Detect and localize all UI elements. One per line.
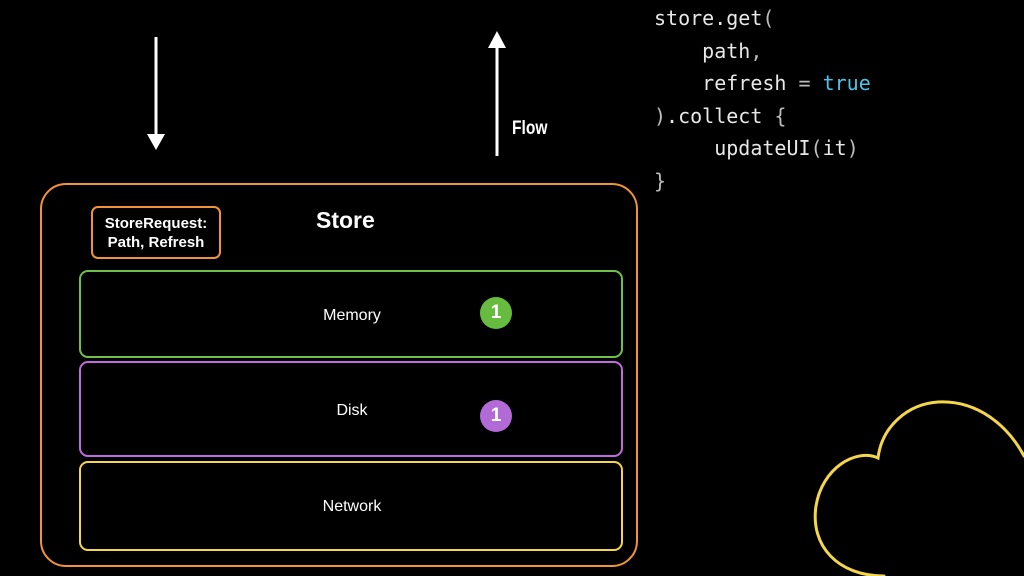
disk-count-badge: 1 — [480, 400, 512, 432]
code-token: store.get — [654, 6, 763, 30]
code-token: { — [774, 103, 787, 128]
flow-label: Flow — [512, 118, 548, 139]
code-snippet: store.get( path, refresh = true).collect… — [654, 2, 871, 197]
code-token: path — [654, 38, 751, 63]
code-token: = — [798, 71, 823, 95]
store-request-title: StoreRequest: — [104, 214, 208, 232]
code-token: ( — [762, 6, 775, 30]
code-line: ).collect { — [654, 100, 871, 133]
code-token: true — [822, 71, 871, 95]
code-token: updateUI — [654, 136, 811, 160]
code-token: ) — [846, 136, 859, 160]
disk-layer: Disk — [79, 361, 623, 457]
code-token: .collect — [666, 103, 775, 128]
network-layer-label: Network — [322, 498, 382, 515]
memory-layer-label: Memory — [323, 307, 381, 324]
store-title: Store — [316, 207, 375, 233]
code-token: , — [750, 38, 763, 63]
store-container — [40, 183, 638, 567]
store-request-box: StoreRequest: Path, Refresh — [91, 206, 221, 259]
code-line: } — [654, 165, 871, 198]
code-token: } — [654, 168, 667, 193]
code-token: it — [822, 136, 847, 160]
memory-layer: Memory — [79, 270, 623, 358]
code-line: updateUI(it) — [654, 132, 871, 165]
disk-layer-label: Disk — [336, 402, 368, 419]
cloud-icon — [813, 400, 1024, 576]
code-token: ( — [810, 136, 823, 160]
code-line: refresh = true — [654, 67, 871, 100]
code-token: refresh — [654, 71, 799, 95]
store-request-params: Path, Refresh — [107, 233, 205, 251]
memory-count-badge: 1 — [480, 297, 512, 329]
code-line: store.get( — [654, 2, 871, 35]
up-arrow-icon — [488, 31, 506, 156]
code-token: ) — [654, 103, 667, 128]
down-arrow-icon — [147, 37, 165, 150]
code-line: path, — [654, 35, 871, 68]
network-layer: Network — [79, 461, 623, 551]
